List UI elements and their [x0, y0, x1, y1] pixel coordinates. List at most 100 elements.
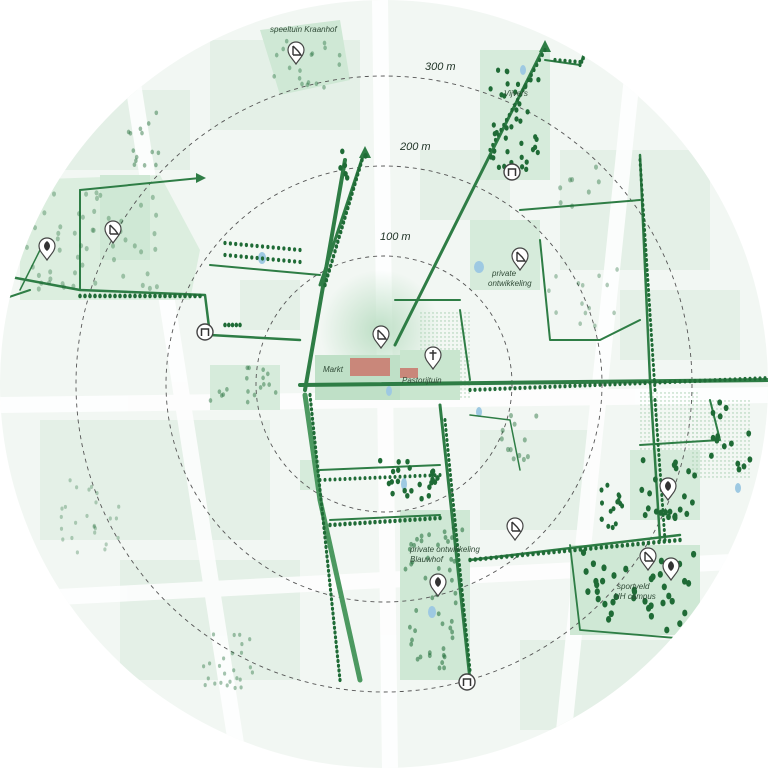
tree-dot	[608, 382, 612, 387]
tree-dot	[223, 252, 227, 258]
tree-dot	[188, 293, 192, 299]
tree-dot	[363, 476, 367, 481]
leaf-marker-icon	[662, 557, 680, 582]
tree-dot	[410, 637, 414, 643]
tree-dot	[308, 392, 312, 398]
tree-dot	[84, 191, 89, 197]
tree-dot	[123, 237, 128, 243]
tree-dot	[306, 80, 311, 85]
tree-dot	[31, 201, 36, 207]
tree-dot	[599, 487, 604, 493]
tree-dot	[80, 214, 85, 220]
tree-dot	[658, 468, 662, 472]
tree-dot	[134, 154, 139, 160]
tree-dot	[640, 193, 644, 197]
tree-dot	[59, 526, 64, 531]
tree-dot	[336, 239, 340, 244]
tree-dot	[468, 557, 472, 563]
tree-dot	[492, 148, 497, 154]
tree-dot	[588, 383, 592, 388]
tree-dot	[438, 515, 442, 521]
tree-dot	[723, 377, 727, 382]
tree-dot	[649, 333, 653, 337]
tree-dot	[310, 411, 314, 417]
tree-dot	[333, 635, 338, 640]
tree-dot	[600, 577, 606, 585]
tree-dot	[327, 578, 332, 583]
tree-dot	[95, 195, 99, 201]
tree-dot	[39, 280, 44, 286]
tree-dot	[647, 298, 651, 302]
tree-dot	[313, 440, 317, 445]
tree-dot	[323, 282, 327, 288]
tree-dot	[657, 458, 661, 462]
tree-dot	[593, 323, 597, 329]
tree-dot	[152, 231, 157, 237]
tree-dot	[132, 162, 137, 168]
tree-dot	[718, 377, 722, 383]
tree-dot	[473, 557, 477, 562]
tree-dot	[616, 492, 621, 498]
tree-dot	[23, 237, 28, 243]
tree-dot	[363, 520, 367, 526]
tree-dot	[641, 203, 645, 207]
tree-dot	[336, 663, 341, 668]
tree-dot	[311, 421, 315, 426]
tree-dot	[459, 573, 462, 577]
tree-dot	[693, 378, 697, 384]
tree-dot	[319, 502, 324, 507]
tree-dot	[250, 243, 254, 248]
tree-dot	[640, 457, 646, 464]
tree-dot	[142, 163, 147, 168]
tree-dot	[448, 463, 451, 467]
tree-dot	[655, 423, 659, 427]
tree-dot	[645, 268, 649, 272]
tree-dot	[456, 543, 459, 547]
tree-dot	[686, 580, 692, 587]
tree-dot	[468, 663, 471, 667]
tree-dot	[244, 254, 248, 260]
tree-dot	[653, 398, 657, 402]
tree-dot	[442, 654, 447, 660]
tree-dot	[346, 205, 350, 211]
tree-dot	[568, 548, 572, 553]
tree-dot	[409, 541, 413, 547]
tree-dot	[309, 407, 314, 412]
tree-dot	[413, 474, 417, 478]
tree-dot	[534, 413, 539, 419]
tree-dot	[92, 524, 96, 529]
tree-dot	[646, 278, 650, 282]
tree-dot	[138, 126, 143, 132]
tree-dot	[261, 375, 265, 381]
tree-dot	[508, 386, 512, 391]
tree-dot	[576, 281, 581, 286]
tree-dot	[636, 541, 640, 547]
tree-dot	[639, 173, 643, 177]
tree-dot	[383, 475, 387, 480]
tree-dot	[232, 668, 236, 673]
tree-dot	[605, 282, 609, 288]
tree-dot	[333, 630, 337, 635]
tree-dot	[512, 421, 517, 427]
tree-dot	[234, 253, 238, 259]
tree-dot	[318, 478, 322, 482]
tree-dot	[623, 565, 629, 573]
tree-dot	[648, 313, 652, 317]
tree-dot	[468, 387, 472, 393]
label-private-1: private	[491, 269, 517, 278]
tree-dot	[660, 493, 664, 497]
tree-dot	[533, 134, 538, 140]
tree-dot	[282, 246, 286, 251]
tree-dot	[662, 523, 666, 527]
tree-dot	[423, 516, 427, 522]
tree-dot	[198, 293, 202, 299]
tree-dot	[132, 243, 137, 249]
tree-dot	[448, 468, 452, 472]
tree-dot	[311, 426, 316, 431]
tree-dot	[456, 548, 460, 552]
tree-dot	[608, 610, 614, 618]
tree-dot	[658, 473, 662, 477]
tree-dot	[677, 506, 683, 513]
tree-dot	[297, 76, 302, 81]
tree-dot	[563, 58, 567, 63]
